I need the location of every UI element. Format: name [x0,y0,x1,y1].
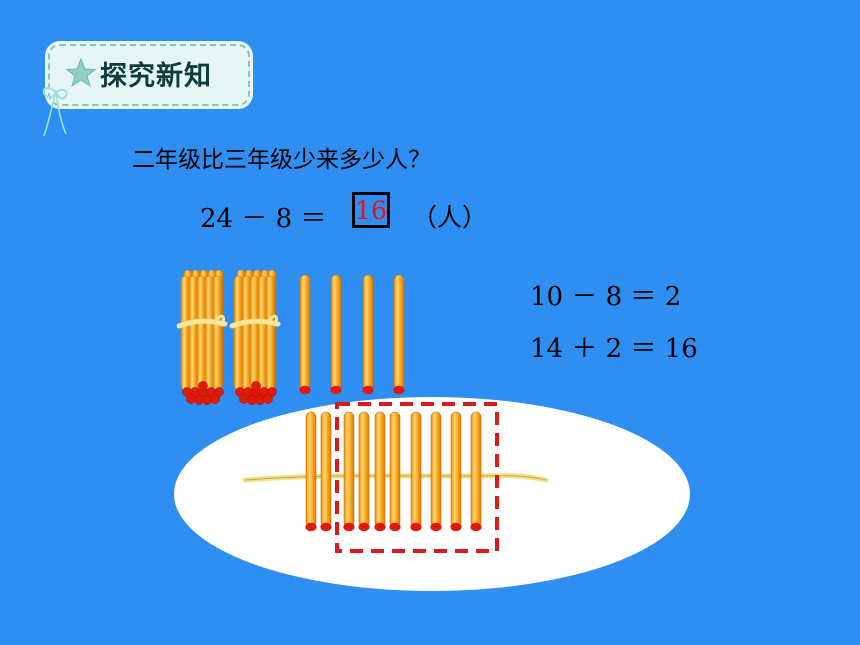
counting-stick [343,411,355,532]
step-equation-1: 10 － 8 ＝ 2 [530,282,682,312]
answer-value: 16 [355,196,387,225]
dashed-selection-box [335,402,499,553]
counting-stick [320,411,332,532]
stick-bundle [176,269,228,405]
counting-stick [393,274,405,395]
ribbon-bow-icon [42,87,68,137]
main-equation: 24 － 8 ＝ [200,204,327,234]
stick-bundle [229,269,281,405]
counting-stick [330,274,342,395]
counting-stick [450,411,462,532]
counting-stick [389,411,401,532]
counting-stick [470,411,482,532]
question-text: 二年级比三年级少来多少人？ [132,147,431,173]
counting-stick [410,411,422,532]
star-icon [66,58,96,88]
counting-stick [299,274,311,395]
answer-box [352,192,390,228]
counting-stick [374,411,386,532]
step-equation-2: 14 ＋ 2 ＝ 16 [530,334,698,364]
answer-unit: （人） [412,203,488,232]
counting-stick [430,411,442,532]
counting-stick [305,411,317,532]
counting-stick [362,274,374,395]
counting-stick [358,411,370,532]
section-title: 探究新知 [100,61,212,92]
